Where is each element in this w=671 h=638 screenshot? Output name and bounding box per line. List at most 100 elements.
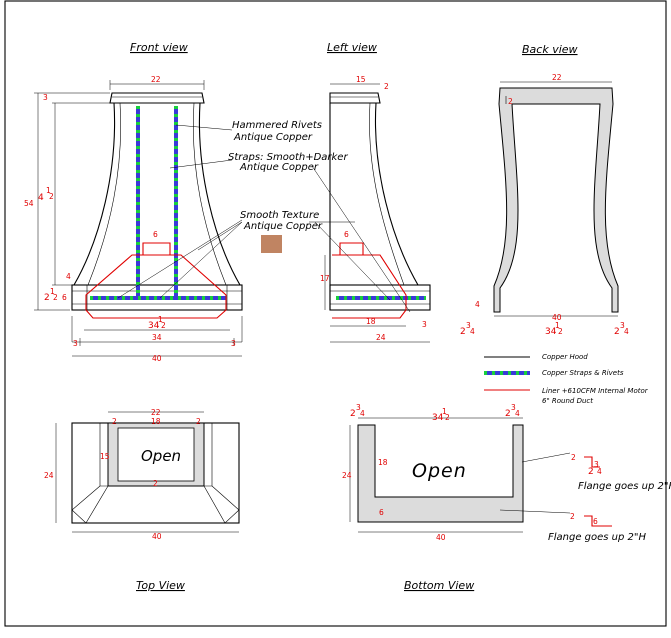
legend-hood-label: Copper Hood <box>542 353 588 361</box>
legend-liner-line1: Liner +610CFM Internal Motor <box>542 387 649 395</box>
svg-text:34: 34 <box>152 333 162 342</box>
svg-text:40: 40 <box>152 354 162 363</box>
callout-rivets-line2: Antique Copper <box>233 132 313 143</box>
back-view-title: Back view <box>522 43 578 56</box>
legend-liner-line2: 6" Round Duct <box>542 397 593 405</box>
svg-text:24: 24 <box>376 333 386 342</box>
svg-text:34: 34 <box>148 321 160 331</box>
svg-text:3: 3 <box>231 339 236 348</box>
back-view-dimensions: 22 2 4 40 34 1 2 2 3 4 2 3 4 <box>460 73 629 337</box>
svg-text:2: 2 <box>153 479 158 488</box>
callout-smooth-line1: Smooth Texture <box>240 210 319 221</box>
callout-straps-line2: Antique Copper <box>239 162 319 173</box>
svg-text:1: 1 <box>158 315 163 324</box>
svg-text:1: 1 <box>46 186 51 195</box>
svg-text:2: 2 <box>505 409 511 419</box>
front-view-drawing <box>71 92 243 319</box>
back-view-drawing <box>493 87 619 313</box>
svg-text:6: 6 <box>593 517 598 526</box>
svg-text:40: 40 <box>152 532 162 541</box>
svg-text:2: 2 <box>350 409 356 419</box>
svg-text:2: 2 <box>53 293 58 302</box>
callout-smooth-line2: Antique Copper <box>243 221 323 232</box>
svg-text:3: 3 <box>356 403 361 412</box>
bottom-view-dimensions: 34 1 2 2 3 4 2 3 4 24 18 6 40 <box>342 403 523 542</box>
flange-note-upper: Flange goes up 2"H <box>578 481 671 492</box>
svg-text:2: 2 <box>571 453 576 462</box>
svg-text:6: 6 <box>62 293 67 302</box>
svg-text:3: 3 <box>422 320 427 329</box>
svg-text:40: 40 <box>552 313 562 322</box>
svg-text:2: 2 <box>570 512 575 521</box>
svg-text:1: 1 <box>442 407 447 416</box>
svg-text:4: 4 <box>38 193 44 203</box>
svg-text:54: 54 <box>24 199 34 208</box>
flange-detail-upper: 2 2 3 4 Flange goes up 2"H <box>571 453 671 492</box>
svg-text:4: 4 <box>475 300 480 309</box>
svg-text:2: 2 <box>614 327 620 337</box>
svg-text:2: 2 <box>44 293 50 303</box>
top-view-title: Top View <box>136 579 185 592</box>
svg-text:4: 4 <box>470 327 475 336</box>
svg-text:4: 4 <box>66 272 71 281</box>
bottom-view-drawing: Open <box>357 424 571 523</box>
legend: Copper Hood Copper Straps & Rivets Liner… <box>484 353 649 405</box>
svg-text:2: 2 <box>384 82 389 91</box>
flange-detail-lower: 2 6 Flange goes up 2"H <box>548 512 647 543</box>
top-view-drawing: Open <box>71 422 240 524</box>
svg-text:34: 34 <box>432 413 444 423</box>
svg-text:22: 22 <box>552 73 562 82</box>
left-view-dimensions: 15 2 17 6 18 3 24 <box>320 75 430 343</box>
svg-text:24: 24 <box>342 471 352 480</box>
legend-straps-label: Copper Straps & Rivets <box>542 369 624 377</box>
svg-text:3: 3 <box>43 93 48 102</box>
svg-text:18: 18 <box>378 458 388 467</box>
svg-text:4: 4 <box>624 327 629 336</box>
svg-text:4: 4 <box>515 409 520 418</box>
top-view-dimensions: 22 18 2 2 15 2 24 40 <box>44 408 239 541</box>
svg-text:1: 1 <box>50 287 55 296</box>
svg-text:22: 22 <box>151 75 161 84</box>
svg-text:2: 2 <box>161 321 166 330</box>
bottom-view-title: Bottom View <box>404 579 474 592</box>
svg-text:6: 6 <box>153 230 158 239</box>
svg-text:15: 15 <box>356 75 366 84</box>
svg-text:6: 6 <box>344 230 349 239</box>
svg-text:4: 4 <box>360 409 365 418</box>
svg-text:18: 18 <box>366 317 376 326</box>
svg-text:3: 3 <box>620 321 625 330</box>
callout-rivets-line1: Hammered Rivets <box>232 120 322 131</box>
svg-text:40: 40 <box>436 533 446 542</box>
svg-text:3: 3 <box>73 339 78 348</box>
svg-text:2: 2 <box>445 413 450 422</box>
svg-text:22: 22 <box>151 408 161 417</box>
flange-note-lower: Flange goes up 2"H <box>548 532 647 543</box>
left-view-title: Left view <box>327 41 377 54</box>
svg-text:34: 34 <box>545 327 557 337</box>
callout-straps-line1: Straps: Smooth+Darker <box>228 152 348 163</box>
svg-text:4: 4 <box>597 467 602 476</box>
svg-text:2: 2 <box>588 467 594 477</box>
svg-text:6: 6 <box>379 508 384 517</box>
sheet-frame <box>4 0 667 627</box>
svg-text:24: 24 <box>44 471 54 480</box>
front-view-title: Front view <box>130 41 188 54</box>
svg-text:2: 2 <box>49 192 54 201</box>
svg-text:3: 3 <box>594 460 599 469</box>
svg-text:2: 2 <box>508 97 513 106</box>
callouts: Hammered Rivets Antique Copper Straps: S… <box>228 120 348 253</box>
top-view-open-label: Open <box>141 447 181 465</box>
svg-text:2: 2 <box>196 417 201 426</box>
bottom-view-open-label: Open <box>412 460 467 482</box>
front-view-dimensions: 22 54 3 4 1 2 2 1 2 6 4 34 1 2 34 3 3 40… <box>24 75 243 363</box>
copper-texture-swatch <box>261 235 282 253</box>
svg-text:2: 2 <box>460 327 466 337</box>
left-view-drawing <box>309 92 431 319</box>
svg-text:2: 2 <box>112 417 117 426</box>
svg-text:15: 15 <box>100 452 110 461</box>
svg-text:3: 3 <box>511 403 516 412</box>
svg-text:2: 2 <box>558 327 563 336</box>
svg-text:18: 18 <box>151 417 161 426</box>
